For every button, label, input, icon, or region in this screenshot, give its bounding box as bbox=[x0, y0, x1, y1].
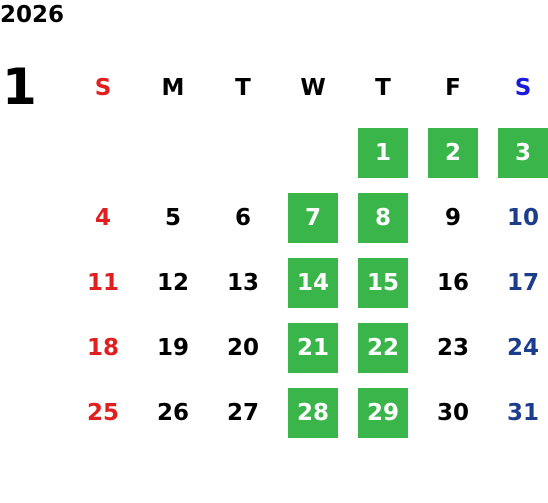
day-cell-thu[interactable]: 29 bbox=[348, 380, 418, 445]
highlighted-day[interactable]: 7 bbox=[288, 192, 338, 243]
year-label: 2026 bbox=[0, 2, 65, 28]
day-cell-fri[interactable]: 30 bbox=[418, 380, 488, 445]
day-cell-sat[interactable]: 17 bbox=[488, 250, 548, 315]
day-number[interactable]: 11 bbox=[86, 269, 119, 296]
weekday-label: S bbox=[94, 74, 112, 101]
highlighted-day[interactable]: 8 bbox=[358, 192, 408, 243]
highlighted-day[interactable]: 29 bbox=[358, 387, 408, 438]
day-cell-wed[interactable]: 21 bbox=[278, 315, 348, 380]
week-row: 11 12 13 14 15 16 17 bbox=[68, 250, 548, 315]
highlighted-day[interactable]: 15 bbox=[358, 257, 408, 308]
weekday-header-fri: F bbox=[418, 55, 488, 120]
week-row: 25 26 27 28 29 30 31 bbox=[68, 380, 548, 445]
weekday-header-mon: M bbox=[138, 55, 208, 120]
day-number[interactable]: 19 bbox=[156, 334, 189, 361]
day-cell-tue[interactable]: 6 bbox=[208, 185, 278, 250]
day-cell-tue[interactable]: 13 bbox=[208, 250, 278, 315]
highlighted-day[interactable]: 14 bbox=[288, 257, 338, 308]
highlighted-day[interactable]: 1 bbox=[358, 127, 408, 178]
day-number[interactable]: 9 bbox=[444, 204, 461, 231]
weekday-header-tue: T bbox=[208, 55, 278, 120]
day-cell-wed[interactable]: 28 bbox=[278, 380, 348, 445]
day-number[interactable]: 23 bbox=[436, 334, 469, 361]
day-cell-sun[interactable]: 11 bbox=[68, 250, 138, 315]
day-number[interactable]: 18 bbox=[86, 334, 119, 361]
weekday-label: F bbox=[445, 74, 461, 101]
day-number[interactable]: 6 bbox=[234, 204, 251, 231]
week-row: 18 19 20 21 22 23 24 bbox=[68, 315, 548, 380]
day-cell-mon[interactable]: 26 bbox=[138, 380, 208, 445]
weekday-label: W bbox=[300, 74, 326, 101]
day-number[interactable]: 30 bbox=[436, 399, 469, 426]
day-cell-thu[interactable]: 15 bbox=[348, 250, 418, 315]
day-cell-thu[interactable]: 1 bbox=[348, 120, 418, 185]
highlighted-day[interactable]: 3 bbox=[498, 127, 548, 178]
highlighted-day[interactable]: 21 bbox=[288, 322, 338, 373]
day-number[interactable]: 27 bbox=[226, 399, 259, 426]
day-number[interactable]: 13 bbox=[226, 269, 259, 296]
day-cell-mon[interactable]: 5 bbox=[138, 185, 208, 250]
day-cell-sat[interactable]: 10 bbox=[488, 185, 548, 250]
weekday-label: M bbox=[161, 74, 185, 101]
weekday-label: T bbox=[235, 74, 251, 101]
highlighted-day[interactable]: 22 bbox=[358, 322, 408, 373]
day-number[interactable]: 10 bbox=[506, 204, 539, 231]
day-cell-sat[interactable]: 31 bbox=[488, 380, 548, 445]
weekday-header-sun: S bbox=[68, 55, 138, 120]
weekday-header-thu: T bbox=[348, 55, 418, 120]
day-number[interactable]: 25 bbox=[86, 399, 119, 426]
day-number[interactable]: 17 bbox=[506, 269, 539, 296]
day-cell-mon[interactable]: 12 bbox=[138, 250, 208, 315]
day-cell-sun[interactable]: 25 bbox=[68, 380, 138, 445]
day-cell-wed[interactable]: 7 bbox=[278, 185, 348, 250]
day-cell-mon[interactable]: 19 bbox=[138, 315, 208, 380]
highlighted-day[interactable]: 28 bbox=[288, 387, 338, 438]
day-cell-fri[interactable]: 2 bbox=[418, 120, 488, 185]
highlighted-day[interactable]: 2 bbox=[428, 127, 478, 178]
day-number[interactable]: 31 bbox=[506, 399, 539, 426]
day-number[interactable]: 24 bbox=[506, 334, 539, 361]
weekday-header-wed: W bbox=[278, 55, 348, 120]
day-cell-wed bbox=[278, 120, 348, 185]
day-cell-fri[interactable]: 9 bbox=[418, 185, 488, 250]
day-number[interactable]: 5 bbox=[164, 204, 181, 231]
day-cell-thu[interactable]: 8 bbox=[348, 185, 418, 250]
day-cell-sat[interactable]: 3 bbox=[488, 120, 548, 185]
weekday-header-row: S M T W T F S bbox=[68, 55, 548, 120]
day-cell-tue bbox=[208, 120, 278, 185]
day-cell-sun[interactable]: 18 bbox=[68, 315, 138, 380]
day-cell-sat[interactable]: 24 bbox=[488, 315, 548, 380]
day-cell-wed[interactable]: 14 bbox=[278, 250, 348, 315]
weekday-label: S bbox=[514, 74, 532, 101]
day-cell-tue[interactable]: 27 bbox=[208, 380, 278, 445]
day-number[interactable]: 20 bbox=[226, 334, 259, 361]
weekday-header-sat: S bbox=[488, 55, 548, 120]
day-cell-tue[interactable]: 20 bbox=[208, 315, 278, 380]
day-number[interactable]: 16 bbox=[436, 269, 469, 296]
day-number[interactable]: 26 bbox=[156, 399, 189, 426]
day-number[interactable]: 4 bbox=[94, 204, 111, 231]
day-number[interactable]: 12 bbox=[156, 269, 189, 296]
day-cell-fri[interactable]: 16 bbox=[418, 250, 488, 315]
day-cell-sun bbox=[68, 120, 138, 185]
month-label: 1 bbox=[2, 58, 37, 116]
day-cell-sun[interactable]: 4 bbox=[68, 185, 138, 250]
day-cell-fri[interactable]: 23 bbox=[418, 315, 488, 380]
day-cell-thu[interactable]: 22 bbox=[348, 315, 418, 380]
weekday-label: T bbox=[375, 74, 391, 101]
day-cell-mon bbox=[138, 120, 208, 185]
